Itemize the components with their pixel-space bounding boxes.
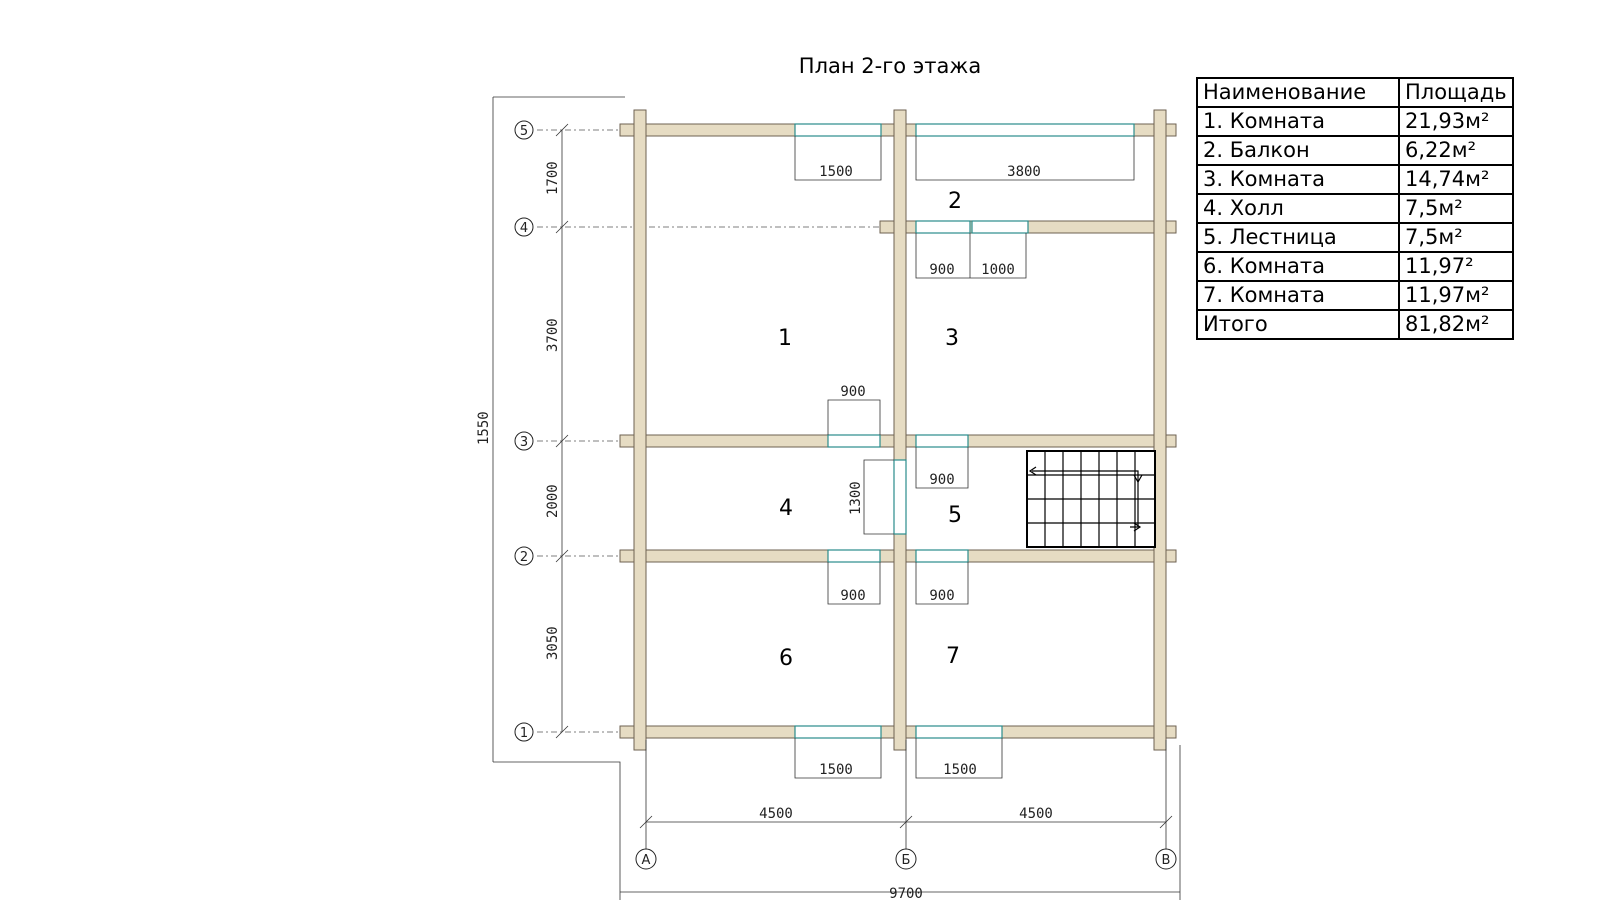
room-label-3: 3 [945,326,959,351]
dim-window-bottom-right: 1500 [943,762,977,778]
plan-title: План 2-го этажа [798,54,982,78]
room-name: 7. Комната [1196,280,1400,311]
window-bottom-right [915,725,1003,739]
door-balcony-900 [915,220,971,234]
svg-text:5: 5 [520,124,528,139]
room-name: 4. Холл [1196,193,1400,224]
dim-door-room5: 900 [929,472,954,488]
room-area: 11,97м² [1398,280,1514,311]
dim-label-2000: 2000 [545,484,561,518]
axis-marker-5: 5 [514,120,534,140]
room-name: 1. Комната [1196,106,1400,137]
grid-axes-horizontal [537,129,890,733]
room-area: 7,5м² [1398,222,1514,253]
room-name: 6. Комната [1196,251,1400,282]
dim-balcony-1000: 1000 [981,262,1015,278]
room-label-5: 5 [948,503,962,528]
room-area: 21,93м² [1398,106,1514,137]
axis-marker-v: В [1155,848,1177,870]
dim-label-3700: 3700 [545,318,561,352]
svg-text:4: 4 [520,221,528,236]
svg-text:3: 3 [520,435,528,450]
walls [619,109,1177,751]
room-area: 7,5м² [1398,193,1514,224]
dim-window-top-left: 1500 [819,164,853,180]
dim-balcony-3800: 3800 [1007,164,1041,180]
dim-balcony-900: 900 [929,262,954,278]
vertical-dimension-chain [555,123,569,739]
dim-label-3050: 3050 [545,626,561,660]
dim-label-4500-left: 4500 [759,806,793,822]
dim-label-4500-right: 4500 [1019,806,1053,822]
room-label-7: 7 [946,644,960,669]
area-table-header-row: Наименование Площадь [1196,77,1514,108]
door-balcony-1000 [971,220,1029,234]
room-area: 6,22м² [1398,135,1514,166]
table-row: 4. Холл 7,5м² [1196,193,1514,224]
window-top-left [794,123,882,137]
axis-marker-a: А [635,848,657,870]
area-table: Наименование Площадь 1. Комната 21,93м² … [1196,77,1514,340]
header-name: Наименование [1196,77,1400,108]
room-name: 3. Комната [1196,164,1400,195]
room-area: 11,97² [1398,251,1514,282]
table-row: 3. Комната 14,74м² [1196,164,1514,195]
room-label-4: 4 [779,496,793,521]
table-row: 5. Лестница 7,5м² [1196,222,1514,253]
table-row-total: Итого 81,82м² [1196,309,1514,340]
room-name: 5. Лестница [1196,222,1400,253]
horizontal-dimension-chain [639,740,1173,855]
axis-marker-4: 4 [514,217,534,237]
dim-door-room6: 900 [840,588,865,604]
room-label-6: 6 [779,646,793,671]
door-room1 [827,434,881,448]
total-area: 81,82м² [1398,309,1514,340]
table-row: 2. Балкон 6,22м² [1196,135,1514,166]
svg-text:2: 2 [520,550,528,565]
dim-window-bottom-left: 1500 [819,762,853,778]
dim-door-room7: 900 [929,588,954,604]
staircase [1026,450,1156,548]
dim-label-total-vertical: 1550 [476,411,492,445]
svg-text:А: А [642,853,651,868]
outer-dimension-frame [492,96,1181,900]
table-row: 6. Комната 11,97² [1196,251,1514,282]
table-row: 1. Комната 21,93м² [1196,106,1514,137]
door-room6 [827,549,881,563]
axis-marker-3: 3 [514,431,534,451]
svg-text:Б: Б [902,853,911,868]
dim-label-total-horizontal: 9700 [889,886,923,900]
svg-text:1: 1 [520,726,528,741]
opening-dimension-lines [794,136,1135,779]
openings [794,123,1135,739]
header-area: Площадь [1398,77,1514,108]
room-label-2: 2 [948,189,962,214]
axis-marker-2: 2 [514,546,534,566]
dim-door-room1: 900 [840,384,865,400]
dim-stair-1300: 1300 [848,481,864,515]
axis-marker-1: 1 [514,722,534,742]
window-bottom-left [794,725,882,739]
dim-label-1700: 1700 [545,161,561,195]
room-label-1: 1 [778,326,792,351]
total-label: Итого [1196,309,1400,340]
opening-hall-stair [893,459,907,535]
door-room7 [915,549,969,563]
window-top-balcony [915,123,1135,137]
axis-marker-b: Б [895,848,917,870]
room-area: 14,74м² [1398,164,1514,195]
door-room3 [915,434,969,448]
svg-text:В: В [1162,853,1171,868]
room-name: 2. Балкон [1196,135,1400,166]
table-row: 7. Комната 11,97м² [1196,280,1514,311]
